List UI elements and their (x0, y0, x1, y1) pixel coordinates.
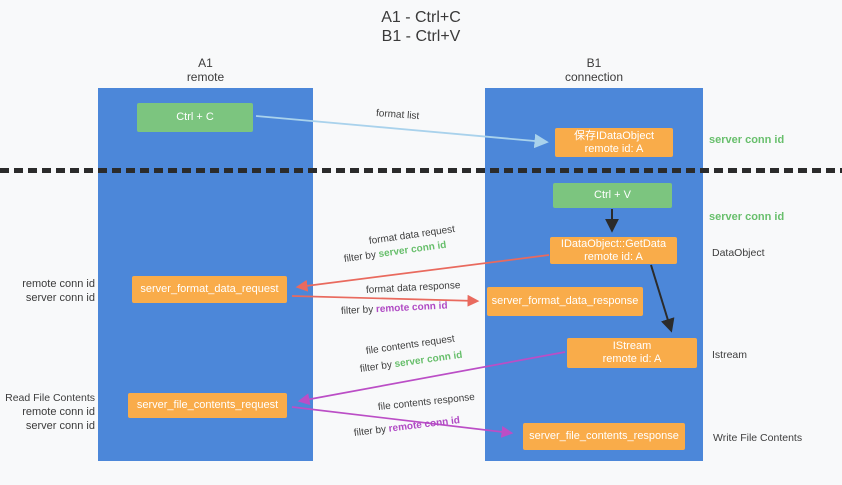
save-idataobject-line1: 保存IDataObject (573, 129, 655, 142)
server-file-contents-response-box: server_file_contents_response (523, 423, 685, 450)
server-conn-id-text: server conn id (709, 211, 785, 223)
ctrl-v-label: Ctrl + V (594, 189, 631, 201)
getdata-line2: remote id: A (584, 250, 643, 263)
remote-conn-id-text: remote conn id (375, 300, 448, 316)
column-b1-role: connection (564, 70, 624, 84)
server-conn-id-text: server conn id (25, 292, 95, 304)
ctrl-v-box: Ctrl + V (553, 183, 672, 208)
remote-conn-id-text: remote conn id (22, 278, 95, 290)
server-format-data-response-label: server_format_data_response (491, 295, 639, 307)
save-idataobject-box: 保存IDataObject remote id: A (555, 128, 673, 157)
server-conn-id-text: server conn id (709, 134, 785, 146)
arrow-format-data-response (291, 294, 480, 307)
server-conn-id-annotation-right: server conn id (709, 210, 784, 224)
title-line-a1: A1 - Ctrl+C (381, 9, 461, 26)
filter-by-text: filter by (359, 359, 396, 375)
column-a1-name: A1 (198, 56, 213, 70)
server-format-data-request-label: server_format_data_request (140, 283, 279, 295)
remote-conn-id-text: remote conn id (22, 406, 95, 418)
filter-by-text: filter by (340, 304, 377, 317)
filter-by-text: filter by (343, 249, 380, 265)
server-conn-id-annotation-top-right: server conn id (709, 133, 784, 147)
column-a1-role: remote (186, 70, 225, 84)
server-conn-id-text: server conn id (393, 349, 464, 371)
istream-line1: IStream (612, 340, 652, 352)
section-divider-dashed-line (0, 168, 842, 173)
conn-id-annotation-left-top: remote conn id server conn id (0, 277, 95, 305)
server-format-data-response-box: server_format_data_response (487, 287, 643, 316)
filter-by-remote-conn-id-label-file: filter by remote conn id (353, 415, 460, 439)
write-file-contents-annotation: Write File Contents (713, 432, 803, 444)
read-file-contents-annotation: Read File Contents (5, 392, 95, 404)
filter-by-text: filter by (353, 423, 390, 439)
remote-conn-id-text: remote conn id (388, 415, 461, 435)
ctrl-c-label: Ctrl + C (176, 111, 214, 123)
column-b1-name: B1 (586, 56, 602, 70)
file-contents-response-label: file contents response (377, 391, 476, 413)
format-list-label: format list (375, 108, 420, 123)
istream-box: IStream remote id: A (567, 338, 697, 368)
ctrl-c-box: Ctrl + C (137, 103, 253, 132)
format-data-response-label: format data response (365, 280, 461, 296)
column-header-b1: B1 connection (485, 56, 703, 84)
column-header-a1: A1 remote (98, 56, 313, 84)
dataobject-annotation: DataObject (712, 247, 765, 259)
filter-by-remote-conn-id-label-format: filter by remote conn id (341, 300, 448, 317)
idataobject-getdata-box: IDataObject::GetData remote id: A (550, 237, 677, 264)
save-idataobject-line2: remote id: A (584, 142, 644, 155)
title-line-b1: B1 - Ctrl+V (381, 28, 461, 45)
server-format-data-request-box: server_format_data_request (132, 276, 287, 303)
getdata-line1: IDataObject::GetData (560, 237, 667, 250)
server-file-contents-request-label: server_file_contents_request (136, 399, 279, 411)
server-conn-id-text: server conn id (25, 420, 95, 432)
istream-line2: remote id: A (602, 353, 662, 365)
server-file-contents-response-label: server_file_contents_response (529, 430, 679, 442)
istream-annotation: Istream (712, 349, 748, 361)
conn-id-annotation-left-bottom: Read File Contents remote conn id server… (0, 391, 95, 433)
diagram-title: A1 - Ctrl+C B1 - Ctrl+V (0, 8, 842, 46)
server-file-contents-request-box: server_file_contents_request (128, 393, 287, 418)
filter-by-server-conn-id-label-format: filter by server conn id (343, 240, 447, 265)
